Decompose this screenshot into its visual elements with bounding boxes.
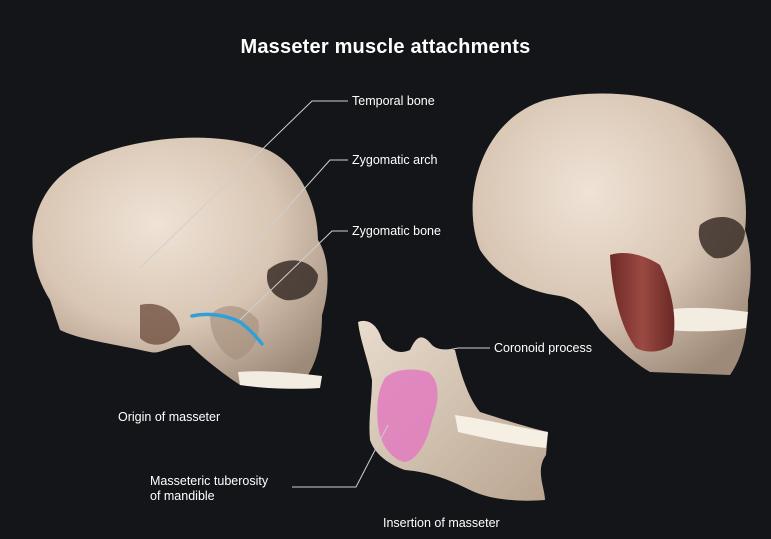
mandible-teeth — [455, 415, 548, 448]
caption-insertion: Insertion of masseter — [383, 516, 500, 530]
masseteric-tuberosity-insertion-highlight — [377, 369, 438, 462]
label-masseteric-tuberosity: Masseteric tuberosity of mandible — [150, 474, 268, 504]
right-skull — [472, 93, 751, 375]
label-zygomatic-bone: Zygomatic bone — [352, 224, 441, 238]
leader-coronoid-process — [432, 347, 490, 354]
leader-zygomatic-bone — [239, 230, 348, 321]
left-skull-orbit — [266, 260, 318, 301]
leader-lines — [139, 100, 490, 488]
masseter-muscle — [610, 253, 675, 352]
leader-zygomatic-arch — [192, 159, 348, 314]
left-skull-cranium — [32, 137, 328, 385]
leader-masseteric-tuberosity — [292, 424, 389, 488]
left-skull-ear-region — [140, 303, 180, 345]
label-coronoid-process: Coronoid process — [494, 341, 592, 355]
leader-temporal-bone — [139, 100, 348, 269]
page-title: Masseter muscle attachments — [240, 36, 531, 58]
left-skull-teeth — [238, 371, 322, 389]
left-skull-face-shadow — [210, 305, 259, 360]
left-skull — [32, 137, 328, 389]
zygomatic-arch-origin-highlight — [190, 312, 264, 346]
right-skull-teeth — [665, 307, 748, 332]
right-skull-cranium — [472, 93, 751, 375]
right-skull-orbit — [698, 216, 745, 259]
label-masseteric-tuberosity-line1: Masseteric tuberosity — [150, 474, 269, 488]
label-temporal-bone: Temporal bone — [352, 94, 435, 108]
label-masseteric-tuberosity-line2: of mandible — [150, 489, 215, 503]
label-zygomatic-arch: Zygomatic arch — [352, 153, 438, 167]
caption-origin: Origin of masseter — [118, 410, 221, 424]
mandible — [358, 320, 548, 501]
